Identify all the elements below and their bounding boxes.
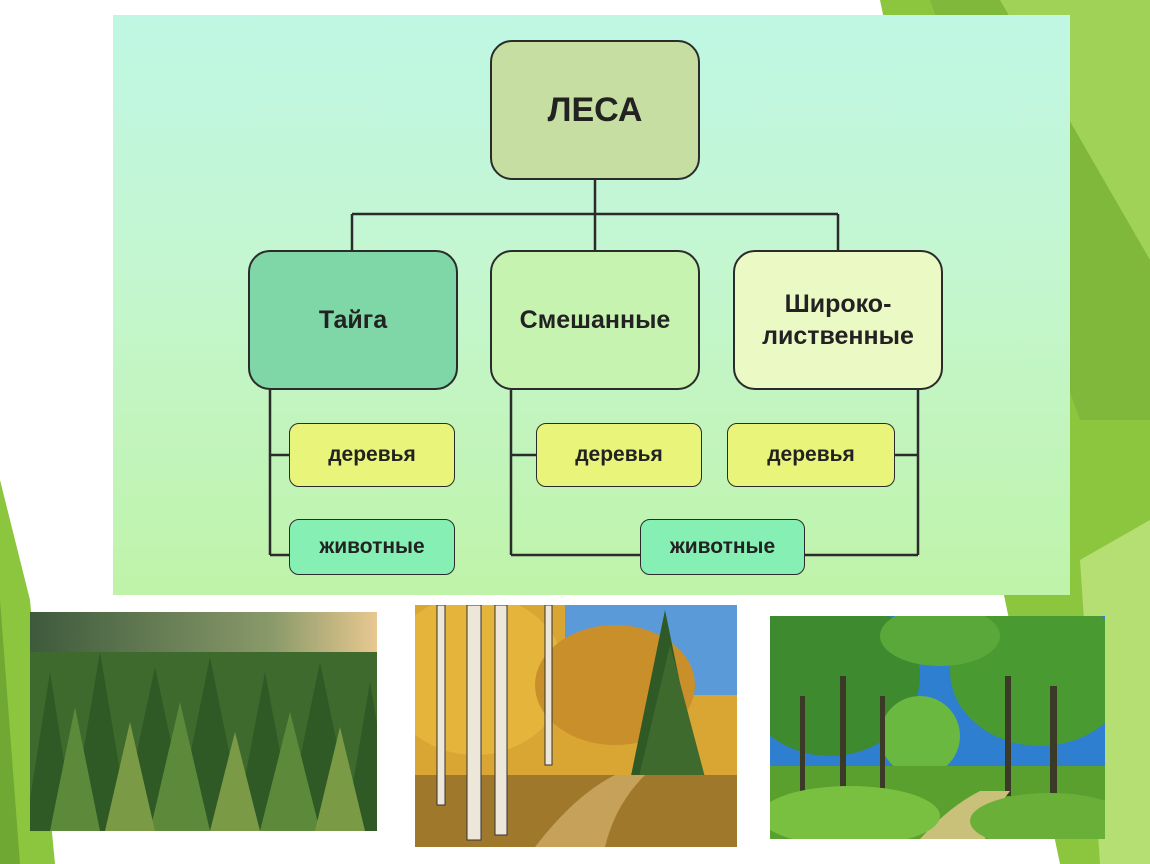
broadleaf-forest-photo	[770, 616, 1105, 839]
taiga-animals-label: животные	[319, 535, 425, 559]
forest-types-diagram: ЛЕСА Тайга Смешанные Широко- лиственные …	[113, 15, 1070, 595]
root-node-forests: ЛЕСА	[490, 40, 700, 180]
category-taiga-label: Тайга	[318, 305, 388, 334]
broadleaf-trees-node: деревья	[727, 423, 895, 487]
category-mixed: Смешанные	[490, 250, 700, 390]
taiga-trees-label: деревья	[328, 443, 416, 467]
connector-lines	[268, 180, 920, 557]
mixed-trees-node: деревья	[536, 423, 702, 487]
mixed-forest-photo	[415, 605, 737, 847]
shared-animals-node: животные	[640, 519, 805, 575]
broadleaf-trees-label: деревья	[767, 443, 855, 467]
category-mixed-label: Смешанные	[519, 305, 671, 334]
category-taiga: Тайга	[248, 250, 458, 390]
mixed-trees-label: деревья	[575, 443, 663, 467]
shared-animals-label: животные	[669, 535, 776, 559]
taiga-trees-node: деревья	[289, 423, 455, 487]
root-label: ЛЕСА	[547, 90, 643, 129]
category-broadleaf-label: Широко- лиственные	[762, 289, 914, 351]
taiga-animals-node: животные	[289, 519, 455, 575]
taiga-forest-photo	[30, 612, 377, 831]
category-broadleaf: Широко- лиственные	[733, 250, 943, 390]
